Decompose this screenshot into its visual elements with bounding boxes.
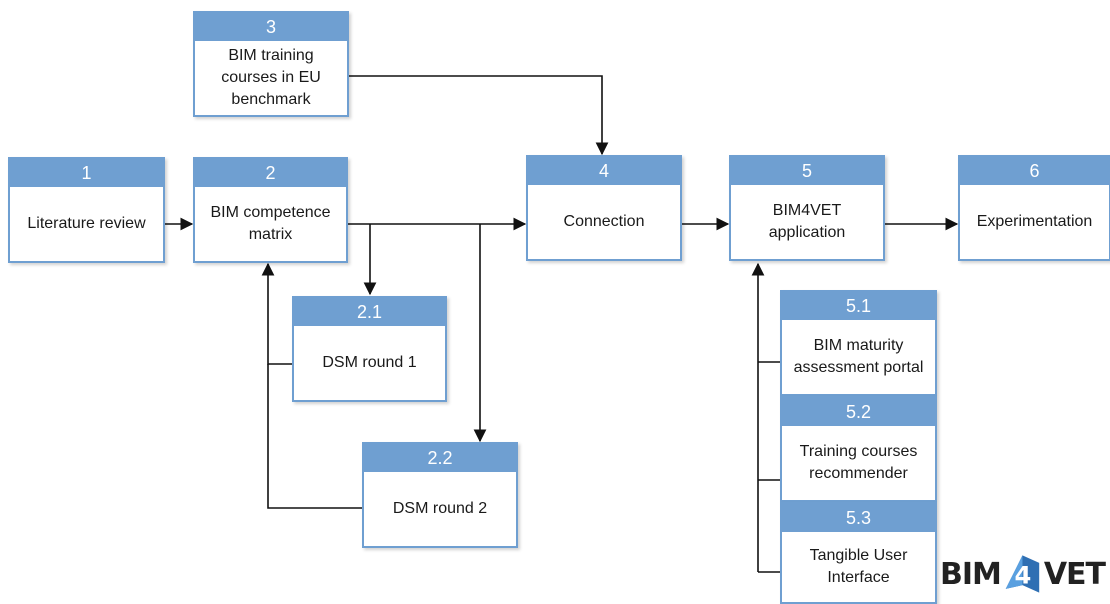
logo-text-vet: VET: [1043, 556, 1106, 592]
step-5-3-box: 5.3 Tangible User Interface: [780, 502, 937, 604]
step-5-1-box: 5.1 BIM maturity assessment portal: [780, 290, 937, 396]
step-2-number: 2: [195, 159, 346, 187]
step-1-box: 1 Literature review: [8, 157, 165, 263]
bim4vet-logo: BIM 4 VET: [940, 548, 1106, 600]
step-2-box: 2 BIM competence matrix: [193, 157, 348, 263]
arrow-3-to-4: [348, 75, 609, 156]
step-2-1-box: 2.1 DSM round 1: [292, 296, 447, 402]
step-5-2-number: 5.2: [782, 398, 935, 426]
step-5-box: 5 BIM4VET application: [729, 155, 885, 261]
step-6-box: 6 Experimentation: [958, 155, 1110, 261]
step-1-number: 1: [10, 159, 163, 187]
step-5-3-number: 5.3: [782, 504, 935, 532]
step-3-label: BIM training courses in EU benchmark: [221, 47, 321, 108]
step-5-2-label: Training courses recommender: [799, 443, 918, 482]
step-2-2-number: 2.2: [364, 444, 516, 472]
step-6-number: 6: [960, 157, 1109, 185]
step-5-1-label: BIM maturity assessment portal: [793, 337, 924, 376]
step-5-1-number: 5.1: [782, 292, 935, 320]
step-2-2-label: DSM round 2: [392, 500, 488, 517]
step-5-3-label: Tangible User Interface: [809, 547, 908, 586]
step-3-number: 3: [195, 13, 347, 41]
step-1-label: Literature review: [27, 215, 146, 232]
step-5-2-box: 5.2 Training courses recommender: [780, 396, 937, 502]
step-4-box: 4 Connection: [526, 155, 682, 261]
step-4-label: Connection: [563, 213, 645, 230]
step-2-2-box: 2.2 DSM round 2: [362, 442, 518, 548]
arrow-2-2-to-2: [267, 364, 362, 509]
arrow-2-1-to-2: [261, 262, 292, 365]
step-6-label: Experimentation: [976, 213, 1093, 230]
step-2-1-label: DSM round 1: [322, 354, 417, 371]
svg-text:4: 4: [1014, 561, 1030, 589]
step-4-number: 4: [528, 157, 680, 185]
step-2-1-number: 2.1: [294, 298, 445, 326]
logo-text-bim: BIM: [940, 556, 1002, 592]
step-5-label: BIM4VET application: [768, 202, 846, 241]
step-2-label: BIM competence matrix: [210, 204, 331, 243]
step-3-box: 3 BIM training courses in EU benchmark: [193, 11, 349, 117]
step-5-number: 5: [731, 157, 883, 185]
logo-four-icon: 4: [1005, 555, 1040, 593]
